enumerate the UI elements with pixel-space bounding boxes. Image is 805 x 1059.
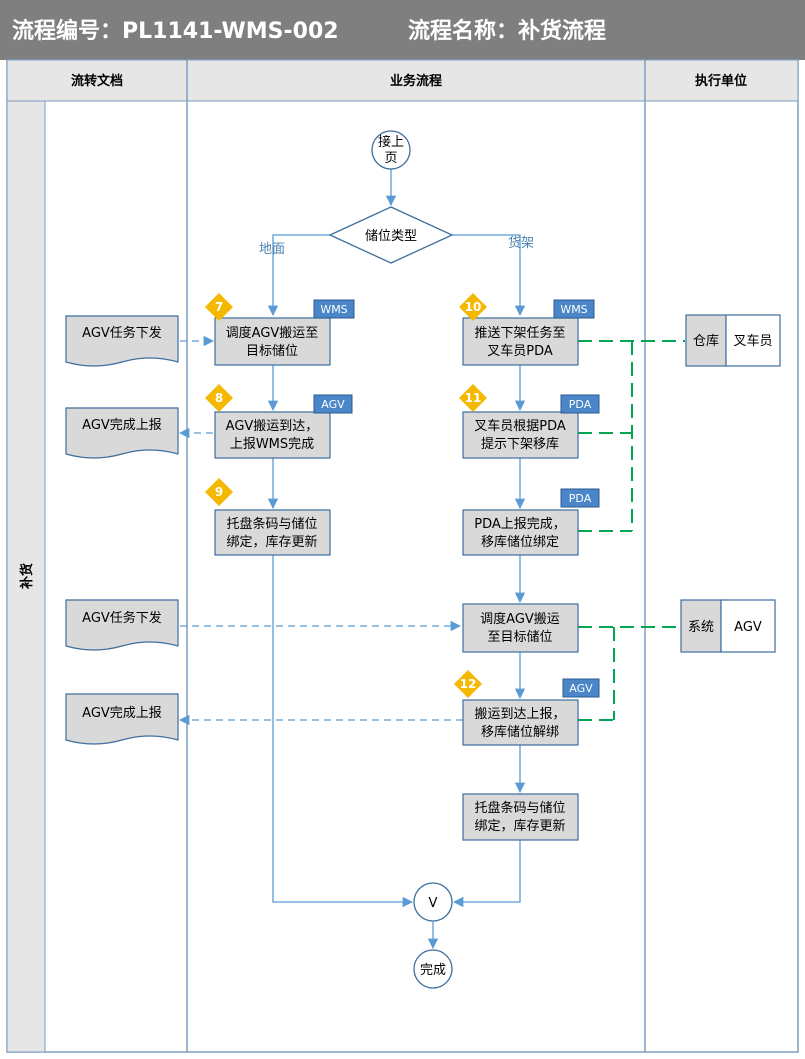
end-label: 完成 (420, 963, 446, 978)
executor-warehouse-label: 仓库 (693, 333, 719, 349)
step-9-badge: 9 (205, 478, 233, 506)
step-11b-tag-text: PDA (569, 492, 592, 505)
column-header-business: 业务流程 (390, 73, 442, 89)
column-header-documents: 流转文档 (71, 73, 123, 89)
step-11-tag-text: PDA (569, 398, 592, 411)
document-agv-report-2-label: AGV完成上报 (82, 706, 162, 721)
step-10-tag: WMS (553, 299, 595, 319)
step-8-tag: AGV (313, 394, 353, 414)
step-8-line1: AGV搬运到达， (226, 419, 319, 434)
step-12-tag: AGV (562, 678, 600, 698)
step-7-box: 调度AGV搬运至 目标储位 (214, 317, 331, 366)
step-7-line2: 目标储位 (246, 344, 298, 359)
step-11-line1: 叉车员根据PDA (474, 418, 566, 434)
document-agv-report-2: AGV完成上报 (65, 693, 179, 745)
step-10-badge-text: 10 (465, 300, 482, 314)
step-11c-line2: 至目标储位 (487, 630, 552, 645)
merge-label: V (429, 896, 438, 911)
lane-label: 补货 (19, 563, 35, 590)
doc-connector-group (178, 335, 463, 726)
step-11-box: 叉车员根据PDA 提示下架移库 (462, 411, 579, 459)
step-7-badge: 7 (205, 293, 233, 321)
step-7-tag: WMS (313, 299, 355, 319)
column-header-row (6, 59, 799, 102)
branch-label-left: 地面 (259, 242, 285, 257)
step-11-badge: 11 (459, 384, 487, 412)
swimlane-frame (6, 59, 799, 1053)
executor-system-agv: 系统 AGV (680, 599, 776, 653)
step-8-line2: 上报WMS完成 (230, 437, 314, 452)
header-band (0, 0, 805, 60)
step-10-line1: 推送下架任务至 (474, 325, 565, 341)
step-8-tag-text: AGV (321, 398, 345, 411)
step-11b-box: PDA上报完成， 移库储位绑定 (462, 509, 579, 556)
step-11b-line2: 移库储位绑定 (481, 534, 559, 550)
end-node: 完成 (413, 949, 453, 989)
step-12-box: 搬运到达上报， 移库储位解绑 (462, 699, 579, 746)
step-10-badge: 10 (459, 293, 487, 321)
step-10-line2: 叉车员PDA (487, 343, 553, 359)
step-11c-box: 调度AGV搬运 至目标储位 (462, 603, 579, 653)
step-11-line2: 提示下架移库 (481, 436, 559, 452)
step-7-badge-text: 7 (215, 300, 223, 314)
step-9-box: 托盘条码与储位 绑定，库存更新 (214, 509, 331, 556)
step-8-badge-text: 8 (215, 391, 223, 405)
arrow-decision-left (267, 234, 330, 317)
executor-agv-label: AGV (734, 620, 762, 635)
step-8-box: AGV搬运到达， 上报WMS完成 (214, 411, 331, 459)
step-9-badge-text: 9 (215, 485, 223, 499)
step-10-box: 推送下架任务至 叉车员PDA (462, 317, 579, 366)
process-name-title: 流程名称：补货流程 (408, 18, 606, 44)
start-line1: 接上 (378, 134, 404, 150)
executor-connector-group (578, 340, 685, 721)
step-7-tag-text: WMS (320, 303, 347, 316)
executor-system-label: 系统 (688, 620, 714, 635)
executor-forklift-label: 叉车员 (733, 333, 772, 349)
start-node: 接上 页 (371, 130, 411, 170)
arrow-s12b-merge (452, 840, 521, 908)
step-12-line1: 搬运到达上报， (474, 707, 565, 722)
step-12b-line2: 绑定，库存更新 (474, 818, 565, 834)
step-7-line1: 调度AGV搬运至 (226, 325, 319, 341)
step-11b-tag: PDA (560, 488, 600, 508)
document-agv-task-1: AGV任务下发 (65, 315, 179, 367)
document-agv-report-1-label: AGV完成上报 (82, 418, 162, 433)
step-9-line2: 绑定，库存更新 (226, 534, 317, 550)
step-12-line2: 移库储位解绑 (481, 724, 559, 740)
document-agv-task-2-label: AGV任务下发 (82, 610, 162, 626)
decision-node: 储位类型 (328, 206, 454, 264)
document-agv-task-2: AGV任务下发 (65, 599, 179, 651)
step-12-tag-text: AGV (569, 682, 593, 695)
step-12b-box: 托盘条码与储位 绑定，库存更新 (462, 793, 579, 841)
step-11-badge-text: 11 (465, 391, 482, 405)
step-12-badge-text: 12 (460, 677, 477, 691)
step-10-tag-text: WMS (560, 303, 587, 316)
merge-node: V (413, 882, 453, 922)
arrow-decision-right (452, 234, 526, 317)
arrow-s9-merge (272, 555, 414, 908)
start-line2: 页 (384, 151, 397, 166)
branch-label-right: 货架 (508, 235, 534, 251)
document-agv-task-1-label: AGV任务下发 (82, 325, 162, 341)
step-9-line1: 托盘条码与储位 (226, 516, 317, 532)
column-header-executor: 执行单位 (695, 73, 747, 89)
document-agv-report-1: AGV完成上报 (65, 407, 179, 459)
executor-warehouse-forklift: 仓库 叉车员 (685, 314, 781, 367)
step-11-tag: PDA (560, 394, 600, 414)
step-12b-line1: 托盘条码与储位 (474, 800, 565, 816)
connector-group (267, 169, 526, 950)
step-11c-line1: 调度AGV搬运 (480, 611, 560, 627)
step-11b-line1: PDA上报完成， (474, 517, 566, 532)
process-number-title: 流程编号：PL1141-WMS-002 (12, 18, 339, 44)
step-8-badge: 8 (205, 384, 233, 412)
decision-label: 储位类型 (365, 229, 417, 244)
step-12-badge: 12 (454, 670, 482, 698)
lane-label-strip (6, 100, 46, 1053)
